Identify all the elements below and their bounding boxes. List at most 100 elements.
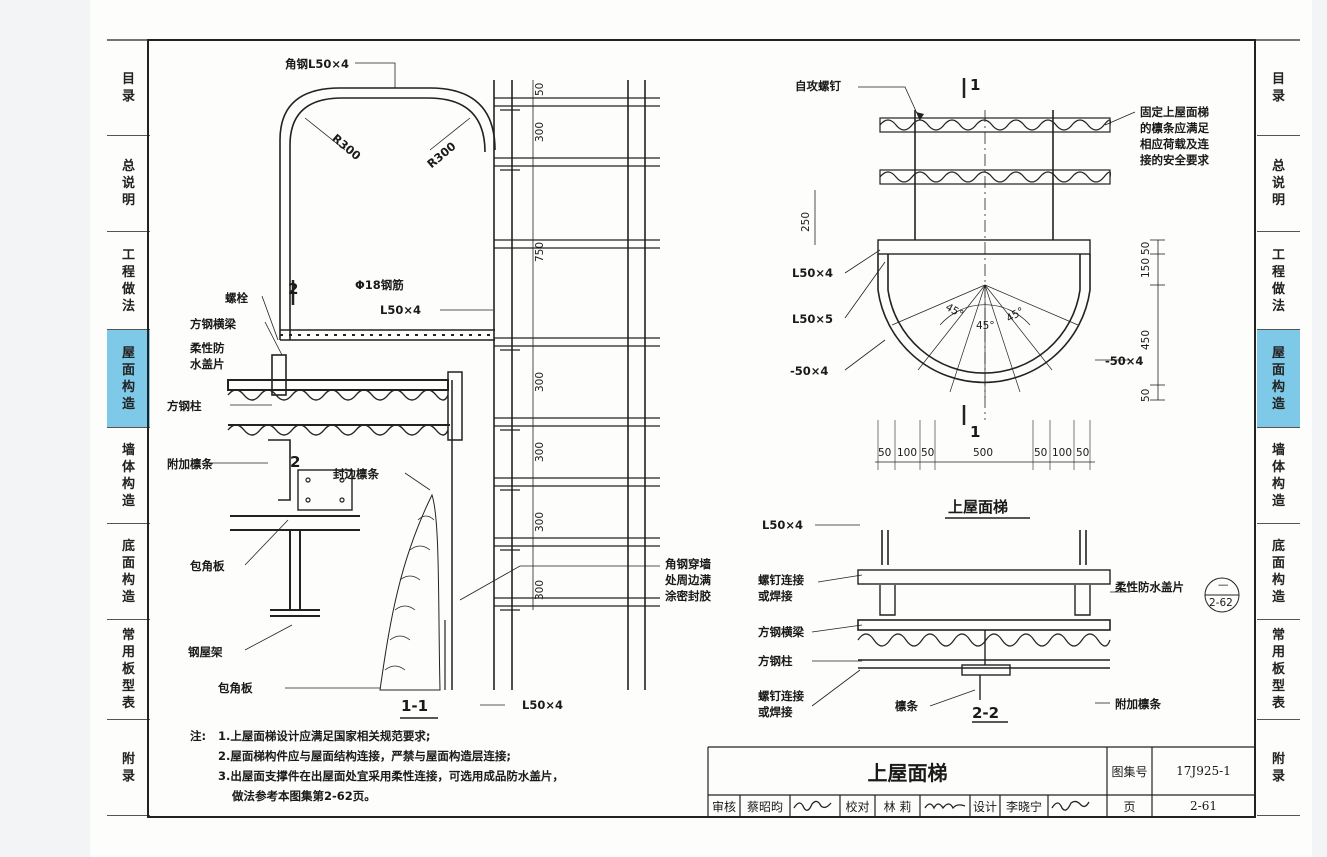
- note-item: 做法参考本图集第2-62页。: [232, 789, 376, 803]
- label-purlin: 檩条: [895, 699, 918, 713]
- dim-label: 150: [1140, 257, 1152, 278]
- tab-panel-types[interactable]: 常用板型表: [107, 620, 150, 720]
- dim-label: 50: [1140, 241, 1152, 255]
- label-l50x4: L50×4: [762, 518, 803, 532]
- tab-label: 附录: [1271, 751, 1285, 784]
- atlas-label: 图集号: [1111, 764, 1148, 779]
- dim-label: 750: [534, 241, 546, 262]
- atlas-number: 17J925-1: [1176, 764, 1231, 778]
- note-line-3: 相应荷载及连: [1140, 137, 1209, 151]
- label-square-column: 方钢柱: [167, 399, 202, 413]
- note-item: 1.上屋面梯设计应满足国家相关规范要求;: [218, 729, 431, 743]
- label-seal-line2: 处周边满: [665, 573, 711, 587]
- check-label: 校对: [845, 799, 870, 814]
- label-rebar: Φ18钢筋: [355, 278, 404, 292]
- label-square-column: 方钢柱: [758, 654, 793, 668]
- label-flat-left: -50×4: [790, 364, 829, 378]
- label-screw: 自攻螺钉: [795, 79, 841, 93]
- tab-label: 墙体构造: [1271, 442, 1285, 509]
- dim-label: 500: [973, 447, 994, 459]
- dim-label: 50: [1076, 447, 1090, 459]
- label-screw-weld-1b: 或焊接: [758, 589, 793, 603]
- section-mark-1-top: 1: [970, 76, 981, 94]
- tab-label: 底面构造: [1271, 538, 1285, 605]
- page-number: 2-61: [1190, 799, 1217, 813]
- section-2-2-title: 2-2: [972, 704, 1000, 722]
- dim-label: 250: [800, 211, 812, 232]
- label-l50x4-mid: L50×4: [380, 303, 421, 317]
- tab-label: 目录: [1271, 71, 1285, 104]
- arrow-head: [916, 112, 924, 120]
- tab-appendix[interactable]: 附录: [1257, 720, 1300, 816]
- tab-wall-construction[interactable]: 墙体构造: [1257, 428, 1300, 524]
- dim-label: 300: [534, 371, 546, 392]
- note-line-4: 接的安全要求: [1140, 153, 1209, 167]
- tab-contents[interactable]: 目录: [107, 40, 150, 136]
- note-item: 2.屋面梯构件应与屋面结构连接，严禁与屋面构造层连接;: [218, 749, 511, 763]
- note-line-2: 的檩条应满足: [1140, 121, 1209, 135]
- title-block-title: 上屋面梯: [867, 760, 948, 785]
- review-label: 审核: [711, 799, 736, 814]
- dim-label: 300: [534, 511, 546, 532]
- tab-label: 屋面构造: [121, 345, 135, 412]
- label-extra-purlin: 附加檩条: [167, 457, 213, 471]
- section-1-1-geometry: [205, 62, 660, 719]
- page-label: 页: [1123, 799, 1136, 814]
- tab-practices[interactable]: 工程做法: [107, 232, 150, 330]
- tab-floor-construction[interactable]: 底面构造: [1257, 524, 1300, 620]
- designer-signature: [1051, 800, 1090, 811]
- tab-appendix[interactable]: 附录: [107, 720, 150, 816]
- tab-contents[interactable]: 目录: [1257, 40, 1300, 136]
- label-flex-cap-line1: 柔性防: [190, 341, 225, 355]
- tab-label: 底面构造: [121, 538, 135, 605]
- label-square-beam: 方钢横梁: [190, 317, 236, 331]
- tab-label: 墙体构造: [121, 442, 135, 509]
- tab-general-notes[interactable]: 总说明: [1257, 136, 1300, 232]
- section-mark-2b: 2: [290, 453, 301, 471]
- label-edge-purlin: 封边檩条: [333, 467, 379, 481]
- dim-label: 50: [1034, 447, 1048, 459]
- drawing-frame: [147, 39, 1256, 818]
- tab-panel-types[interactable]: 常用板型表: [1257, 620, 1300, 720]
- label-corner-plate: 包角板: [190, 559, 225, 573]
- ref-circle-top: —: [1218, 579, 1229, 591]
- label-square-beam: 方钢横梁: [758, 625, 804, 639]
- tab-practices[interactable]: 工程做法: [1257, 232, 1300, 330]
- note-line-1: 固定上屋面梯: [1140, 105, 1209, 119]
- notes-prefix: 注:: [190, 729, 207, 743]
- title-block-grid: [707, 746, 1255, 817]
- note-item: 3.出屋面支撑件在出屋面处宜采用柔性连接，可选用成品防水盖片，: [218, 769, 564, 783]
- label-steel-frame: 钢屋架: [188, 645, 223, 659]
- label-screw-weld-2a: 螺钉连接: [758, 689, 804, 703]
- label-l50x5: L50×5: [792, 312, 833, 326]
- tab-roof-construction[interactable]: 屋面构造: [1257, 330, 1300, 428]
- tab-label: 目录: [121, 71, 135, 104]
- label-seal-line1: 角钢穿墙: [665, 557, 711, 571]
- label-seal-line3: 涂密封胶: [665, 589, 711, 603]
- tab-roof-construction[interactable]: 屋面构造: [107, 330, 150, 428]
- tab-wall-construction[interactable]: 墙体构造: [107, 428, 150, 524]
- dim-label: 100: [1052, 447, 1073, 459]
- section-1-1-title: 1-1: [401, 697, 429, 715]
- tab-general-notes[interactable]: 总说明: [107, 136, 150, 232]
- dim-label: 300: [534, 441, 546, 462]
- tab-label: 附录: [121, 751, 135, 784]
- design-label: 设计: [972, 799, 997, 814]
- tab-floor-construction[interactable]: 底面构造: [107, 524, 150, 620]
- checker-signature: [924, 803, 966, 810]
- dim-label: 450: [1140, 329, 1152, 350]
- tab-label: 常用板型表: [1271, 628, 1285, 711]
- section-mark-1-bottom: 1: [970, 423, 981, 441]
- dim-label: 50: [534, 82, 546, 96]
- tab-label: 屋面构造: [1271, 345, 1285, 412]
- section-2-2-geometry: [811, 524, 1240, 723]
- label-flat-right: -50×4: [1105, 354, 1144, 368]
- section-mark-2: 2: [288, 280, 299, 298]
- tab-label: 工程做法: [121, 247, 135, 314]
- label-flex-cap: 柔性防水盖片: [1115, 580, 1184, 594]
- label-extra-purlin: 附加檩条: [1115, 697, 1161, 711]
- label-corner-plate-2: 包角板: [218, 681, 253, 695]
- label-angle-top: 角钢L50×4: [285, 57, 349, 71]
- dim-label: 50: [1140, 388, 1152, 402]
